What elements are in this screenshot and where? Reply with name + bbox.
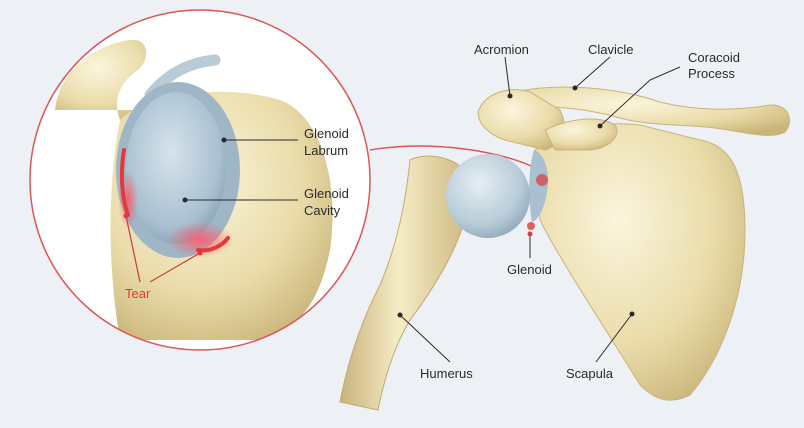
- tear-leader-red-1: [125, 215, 141, 283]
- glenoid-tear-mark: [536, 174, 548, 186]
- scapula-leader: [595, 313, 633, 363]
- label-glenoid-labrum-line2: Labrum: [304, 143, 348, 158]
- clavicle-leader: [574, 56, 611, 89]
- glenoid-dot: [527, 231, 533, 237]
- label-tear: Tear: [125, 286, 151, 301]
- clavicle-dot: [572, 85, 578, 91]
- zoom-tear-mark-2: [196, 236, 230, 253]
- zoom-acromion-shape: [55, 39, 160, 120]
- zoom-inset: [29, 9, 371, 351]
- leader-dots: [182, 85, 635, 318]
- acromion-dot: [507, 93, 513, 99]
- label-coracoid-line2: Process: [688, 66, 735, 81]
- humerus-leader: [399, 314, 451, 363]
- tear-leader-red-2: [149, 252, 201, 283]
- label-humerus: Humerus: [420, 366, 473, 381]
- humeral-head-shape: [446, 154, 530, 238]
- glenoid-tear-mark-2: [527, 222, 535, 230]
- clavicle-shape: [514, 86, 790, 136]
- coracoid-dot: [597, 123, 603, 129]
- label-glenoid-labrum-line1: Glenoid: [304, 126, 349, 141]
- zoom-connector-line: [369, 145, 541, 171]
- cavity-dot: [182, 197, 188, 203]
- zoom-circle-border: [29, 9, 371, 351]
- shoulder-joint: [339, 86, 790, 411]
- zoom-tear-mark: [119, 148, 130, 217]
- label-glenoid: Glenoid: [507, 262, 552, 277]
- label-glenoid-cavity-line2: Cavity: [304, 203, 341, 218]
- labrum-dot: [221, 137, 227, 143]
- scapula-shape: [534, 123, 746, 401]
- label-scapula: Scapula: [566, 366, 614, 381]
- label-clavicle: Clavicle: [588, 42, 634, 57]
- label-glenoid-cavity-line1: Glenoid: [304, 186, 349, 201]
- coracoid-leader: [599, 66, 681, 127]
- humerus-dot: [397, 312, 403, 318]
- scapula-dot: [629, 311, 635, 317]
- label-coracoid-line1: Coracoid: [688, 50, 740, 65]
- acromion-leader: [504, 56, 511, 97]
- label-acromion: Acromion: [474, 42, 529, 57]
- glenoid-shape: [529, 150, 548, 222]
- zoom-cavity-shape: [126, 92, 226, 244]
